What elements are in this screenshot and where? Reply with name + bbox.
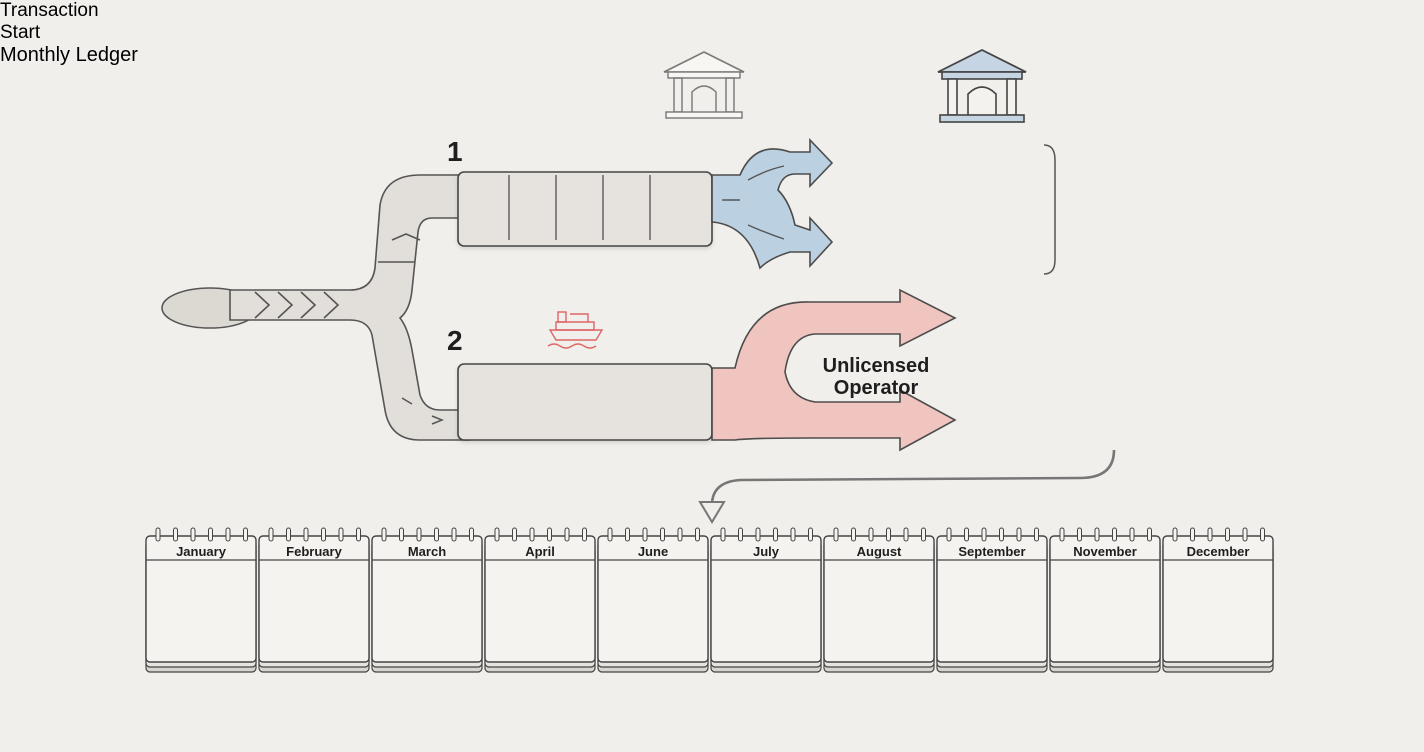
path-1-flow-arrow	[711, 138, 834, 270]
ledger-month-label: July	[753, 544, 780, 559]
split-channel	[229, 174, 471, 441]
bank-icon	[937, 48, 1027, 123]
monthly-ledger-title: Monthly Ledger	[0, 44, 138, 66]
ledger-month-card: July	[710, 527, 822, 673]
path-1-group: 1	[447, 136, 834, 270]
ledger-month-label: September	[958, 544, 1025, 559]
ledger-month-card: January	[145, 527, 257, 673]
to-ledger-arrowhead	[698, 501, 726, 524]
ledger-month-card: December	[1162, 527, 1274, 673]
operator-label-line2: Operator	[834, 377, 919, 399]
path-2-group: 2 Unlicensed Operator	[447, 288, 957, 452]
transaction-start-label: Transaction Start	[0, 0, 150, 44]
ledger-month-label: January	[176, 544, 227, 559]
ship-icon	[547, 311, 604, 349]
ledger-month-card: August	[823, 527, 935, 673]
ledger-month-card: November	[1049, 527, 1161, 673]
ledger-month-card: February	[258, 527, 370, 673]
licensed-calendar-bracket	[1043, 144, 1056, 275]
path-2-tray	[457, 363, 713, 441]
ledger-month-card: September	[936, 527, 1048, 673]
operator-label-line1: Unlicensed	[823, 355, 930, 377]
path-2-flow-arrow	[711, 288, 957, 452]
ledger-month-label: August	[857, 544, 902, 559]
bank-icon	[663, 51, 745, 119]
ledger-month-label: April	[525, 544, 555, 559]
ledger-month-label: November	[1073, 544, 1137, 559]
monthly-ledger: January February March April June July August S…	[145, 527, 1274, 673]
ledger-month-label: February	[286, 544, 342, 559]
blue-chip-stacks	[508, 175, 651, 240]
ledger-month-label: June	[638, 544, 668, 559]
ledger-month-card: April	[484, 527, 596, 673]
transaction-start-line2: Start	[0, 22, 41, 43]
path-2-number: 2	[447, 325, 463, 356]
ledger-month-label: December	[1187, 544, 1250, 559]
path-1-tray	[457, 171, 713, 247]
path-1-number: 1	[447, 136, 463, 167]
to-ledger-arrow	[710, 449, 1116, 506]
ledger-month-card: March	[371, 527, 483, 673]
ledger-month-card: June	[597, 527, 709, 673]
transaction-start-line1: Transaction	[0, 0, 99, 21]
ledger-month-label: March	[408, 544, 446, 559]
